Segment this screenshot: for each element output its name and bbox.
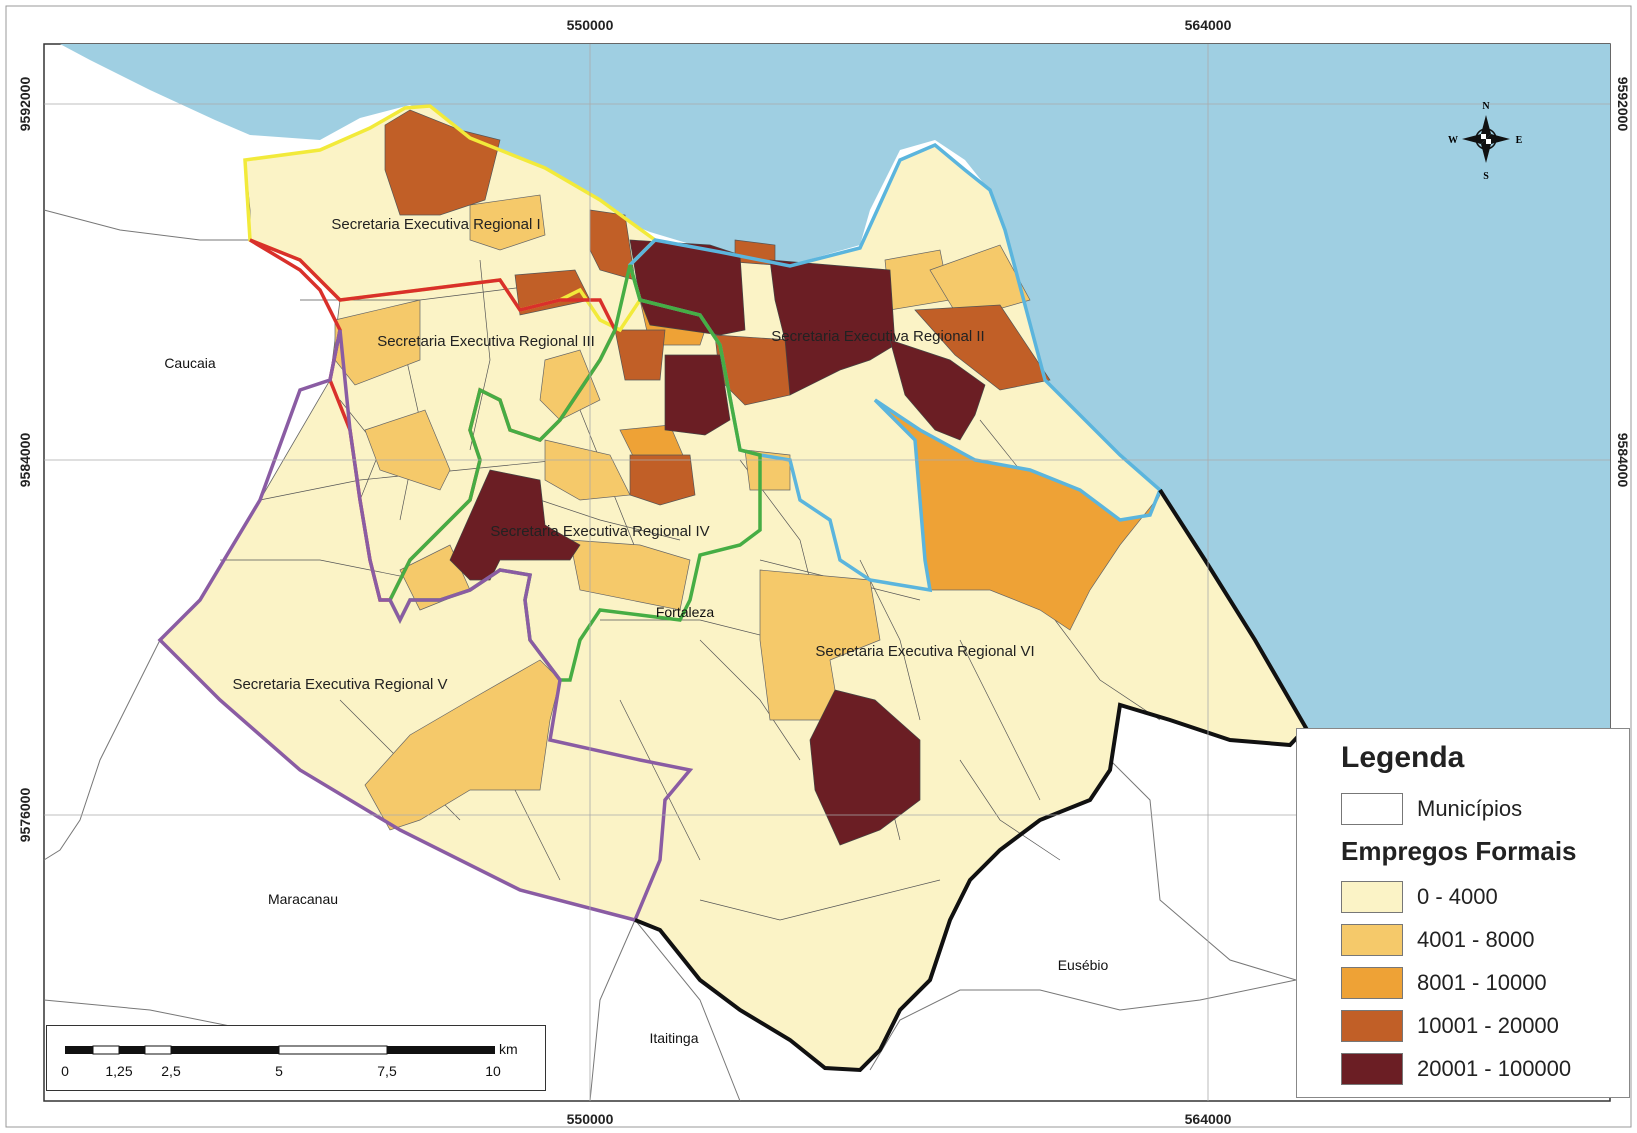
compass-n: N [1482,101,1490,112]
legend-swatch-class-0 [1341,880,1403,913]
compass-s: S [1483,171,1489,182]
legend-title: Legenda [1341,741,1465,774]
compass-icon: N S E W [1448,101,1523,182]
compass-e: E [1516,135,1523,146]
scale-tick-5: 10 [485,1063,501,1079]
legend-swatch-class-1 [1341,923,1403,956]
legend-swatch-municipios [1341,792,1403,825]
coord-right-2: 9584000 [1615,433,1631,488]
legend-row-class-1: 4001 - 8000 [1341,918,1629,961]
legend-row-class-4: 20001 - 100000 [1341,1047,1629,1090]
region-5-boundary [157,329,694,923]
scale-unit: km [499,1041,518,1057]
legend-swatch-class-2 [1341,966,1403,999]
legend-row-class-2: 8001 - 10000 [1341,961,1629,1004]
scale-seg-6 [278,1045,388,1055]
coord-top-1: 550000 [567,17,614,33]
scale-seg-5 [171,1046,279,1054]
legend-label-class-4: 20001 - 100000 [1417,1055,1572,1081]
coord-left-3: 9576000 [17,788,33,843]
legend-row-class-3: 10001 - 20000 [1341,1004,1629,1047]
legend-subtitle: Empregos Formais [1341,836,1577,866]
compass-w: W [1448,135,1458,146]
scale-bar-graphic: km 0 1,25 2,5 5 7,5 10 [61,1041,518,1079]
legend-label-class-0: 0 - 4000 [1417,883,1498,909]
scale-bar: km 0 1,25 2,5 5 7,5 10 [46,1025,546,1091]
scale-seg-7 [387,1046,495,1054]
scale-seg-3 [119,1046,145,1054]
region-label-4: Secretaria Executiva Regional IV [490,523,709,540]
place-itaitinga: Itaitinga [649,1030,698,1046]
legend-swatch-class-3 [1341,1009,1403,1042]
legend-swatch-class-4 [1341,1052,1403,1085]
coord-right-1: 9592000 [1615,77,1631,132]
region-label-2: Secretaria Executiva Regional II [771,328,984,345]
scale-seg-1 [65,1046,93,1054]
coord-left-2: 9584000 [17,433,33,488]
legend-label-class-2: 8001 - 10000 [1417,969,1547,995]
region-label-3: Secretaria Executiva Regional III [377,333,595,350]
place-eusebio: Eusébio [1058,957,1109,973]
sea-area [44,44,1610,728]
coord-bottom-2: 564000 [1185,1111,1232,1127]
region-label-6: Secretaria Executiva Regional VI [815,643,1034,660]
place-fortaleza: Fortaleza [656,604,715,620]
coord-left-1: 9592000 [17,77,33,132]
region-6-boundary [634,488,1309,1073]
legend-label-class-3: 10001 - 20000 [1417,1012,1559,1038]
scale-seg-4 [144,1045,172,1055]
legend-label-municipios: Municípios [1417,795,1523,821]
scale-tick-2: 2,5 [161,1063,181,1079]
map-legend: Legenda Municípios Empregos Formais 0 - … [1296,728,1630,1098]
legend-label-class-1: 4001 - 8000 [1417,926,1535,952]
coord-top-2: 564000 [1185,17,1232,33]
scale-tick-1: 1,25 [105,1063,132,1079]
place-caucaia: Caucaia [164,355,216,371]
scale-tick-0: 0 [61,1063,69,1079]
scale-seg-2 [92,1045,120,1055]
region-label-1: Secretaria Executiva Regional I [331,216,540,233]
scale-tick-4: 7,5 [377,1063,397,1079]
region-label-5: Secretaria Executiva Regional V [232,676,447,693]
scale-tick-3: 5 [275,1063,283,1079]
coord-bottom-1: 550000 [567,1111,614,1127]
class-20001-100000 [449,239,986,846]
class-10001-20000 [384,109,1051,506]
legend-row-municipios: Municípios [1341,787,1629,830]
place-maracanau: Maracanau [268,891,338,907]
legend-row-class-0: 0 - 4000 [1341,875,1629,918]
legend-classes: 0 - 4000 4001 - 8000 8001 - 10000 10001 - 2… [1341,875,1629,1090]
